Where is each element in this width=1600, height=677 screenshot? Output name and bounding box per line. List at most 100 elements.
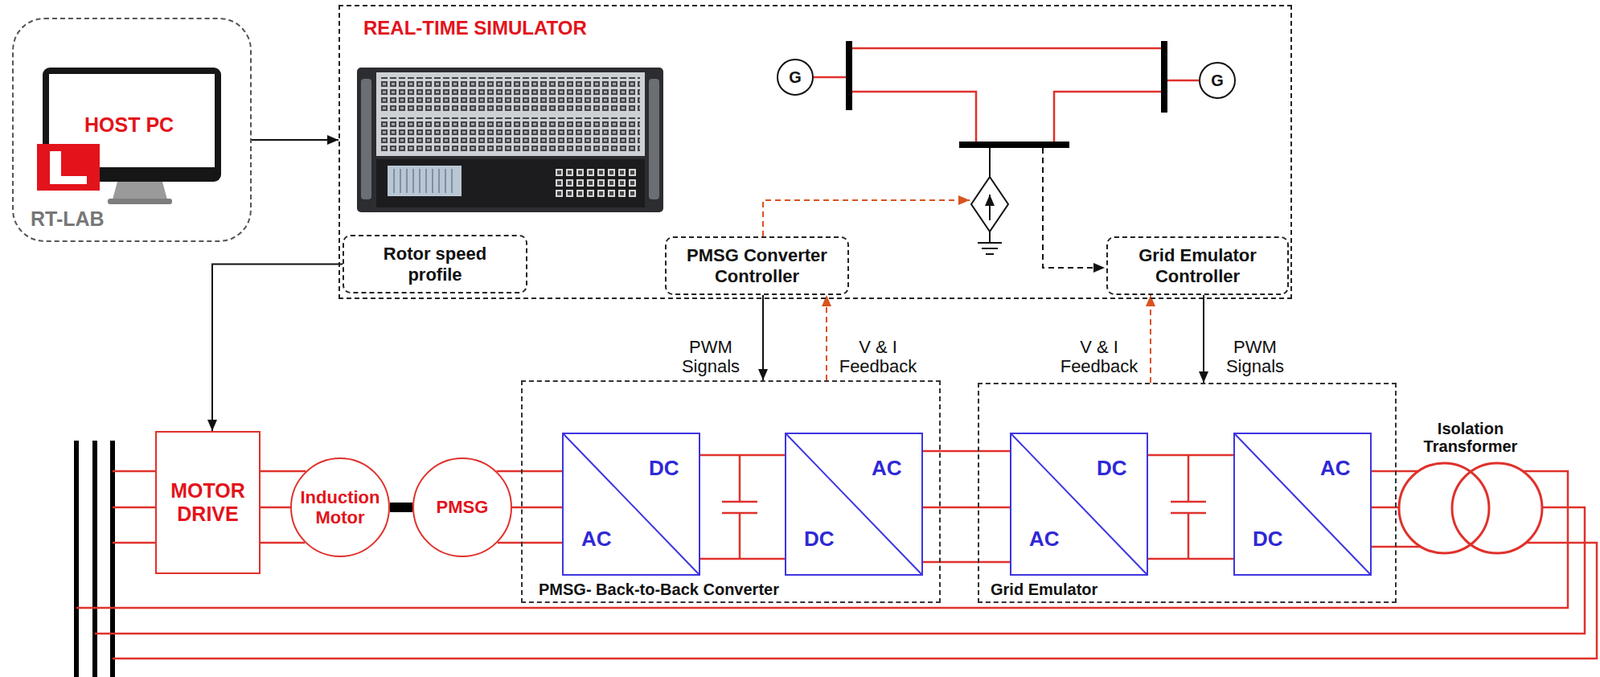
text-slot: RT-LAB	[30, 207, 105, 231]
converter-block: DC AC	[562, 432, 701, 576]
generator-symbol: G	[1198, 61, 1236, 99]
label-text: Induction Motor	[295, 487, 386, 529]
text-slot: AC	[1320, 456, 1351, 481]
text-slot: V & I Feedback	[832, 337, 924, 377]
label-text: DC	[804, 527, 835, 552]
label-text: V & I Feedback	[1054, 337, 1145, 377]
converter-group: Grid Emulator DC AC AC DC	[977, 382, 1397, 604]
busbar	[1161, 41, 1168, 113]
current-source-symbol	[988, 194, 991, 221]
grid-network-line	[1054, 91, 1165, 143]
dc-link-wire	[700, 454, 785, 457]
busbar	[959, 141, 1070, 148]
machine-circle: PMSG	[412, 457, 513, 558]
transformer-winding	[1398, 463, 1490, 554]
current-source-symbol	[977, 231, 1002, 255]
converter-diagonal	[786, 434, 922, 575]
dc-link-capacitor	[722, 455, 758, 559]
label-text: DC	[1096, 456, 1128, 481]
grid-network-line	[849, 47, 1165, 50]
label-text: Rotor speed profile	[366, 243, 504, 285]
power-wire	[260, 541, 305, 545]
busbar	[845, 41, 853, 111]
text-slot: REAL-TIME SIMULATOR	[363, 16, 587, 40]
text-slot: AC	[871, 456, 903, 481]
label-text: Grid Emulator	[990, 580, 1098, 599]
pwm-arrow	[763, 295, 764, 381]
rtlab-logo	[49, 151, 87, 185]
converter-diagonal	[1234, 434, 1371, 575]
generator-symbol: G	[776, 58, 814, 96]
text-slot: DC	[648, 456, 680, 481]
dc-link-capacitor	[722, 455, 1207, 559]
converter-group: PMSG- Back-to-Back Converter DC AC AC DC	[521, 380, 941, 604]
feedback-arrow	[1150, 295, 1152, 383]
label-text: AC	[871, 456, 903, 481]
converter-block: AC DC	[784, 432, 924, 576]
current-source-symbol	[971, 147, 1009, 255]
power-wire	[923, 561, 1010, 564]
text-slot: PWM Signals	[665, 337, 756, 377]
rtlab-logo	[36, 143, 100, 191]
measurement-link	[1042, 147, 1105, 268]
label-text: Isolation Transformer	[1397, 419, 1544, 456]
label-text: V & I Feedback	[832, 337, 924, 377]
pwm-arrow	[1202, 295, 1205, 383]
simulator-rack	[554, 165, 639, 198]
link-arrow	[251, 139, 339, 141]
pwm-arrow	[1203, 295, 1205, 383]
text-slot: AC	[1029, 527, 1060, 552]
feedback-arrow	[825, 295, 828, 381]
supply-bus	[73, 440, 79, 677]
text-slot: DC	[1096, 456, 1128, 481]
host-monitor	[42, 67, 222, 205]
dc-link-wire	[1148, 557, 1234, 561]
simulator-frame: REAL-TIME SIMULATOR G G Rotor speed profile…	[338, 4, 1293, 300]
text-slot: Grid Emulator	[990, 580, 1098, 599]
converter-diagonal	[786, 434, 922, 575]
controller-block: PMSG Converter Controller	[664, 236, 850, 296]
measurement-link	[763, 200, 970, 237]
rtlab-logo	[36, 143, 100, 191]
label-text: AC	[1029, 527, 1060, 552]
grid-network-line	[1164, 79, 1199, 83]
current-source-symbol	[988, 147, 991, 177]
label-text: AC	[581, 527, 612, 552]
supply-bus	[92, 440, 98, 677]
converter-block: AC DC	[1233, 432, 1372, 576]
converter-diagonal	[1011, 434, 1147, 575]
pwm-arrow	[762, 295, 764, 381]
power-wire	[260, 506, 291, 509]
feedback-arrow	[826, 295, 828, 381]
controller-block: Grid Emulator Controller	[1106, 236, 1289, 296]
supply-bus	[110, 440, 115, 677]
transformer-winding	[1452, 463, 1543, 554]
label-text: PMSG Converter Controller	[674, 245, 840, 287]
power-wire	[112, 471, 156, 543]
feedback-arrow	[1149, 295, 1152, 383]
dc-link-wire	[1148, 455, 1234, 559]
label-text: MOTOR DRIVE	[161, 479, 255, 526]
text-slot: PWM Signals	[1210, 337, 1301, 377]
grid-network-line	[849, 91, 977, 143]
dc-link-wire	[700, 557, 785, 561]
machine-circle: Induction Motor	[290, 457, 390, 558]
simulator-rack	[381, 117, 640, 152]
power-wire	[1371, 506, 1399, 509]
simulator-rack	[356, 67, 664, 213]
dc-link-wire	[700, 455, 785, 559]
simulator-rack	[361, 78, 372, 200]
simulator-rack	[356, 67, 664, 213]
grid-network-line	[813, 76, 850, 79]
label-text: PMSG	[436, 496, 489, 517]
host-monitor	[107, 198, 173, 205]
label-text: DC	[648, 456, 680, 481]
label-text: PWM Signals	[665, 337, 756, 377]
label-text: PWM Signals	[1210, 337, 1301, 377]
label-text: AC	[1320, 456, 1351, 481]
label-text: DC	[1252, 527, 1284, 552]
supply-bus	[73, 440, 115, 677]
text-slot: PMSG- Back-to-Back Converter	[538, 580, 780, 599]
text-slot: HOST PC	[84, 113, 174, 137]
label-text: Grid Emulator Controller	[1115, 245, 1280, 287]
